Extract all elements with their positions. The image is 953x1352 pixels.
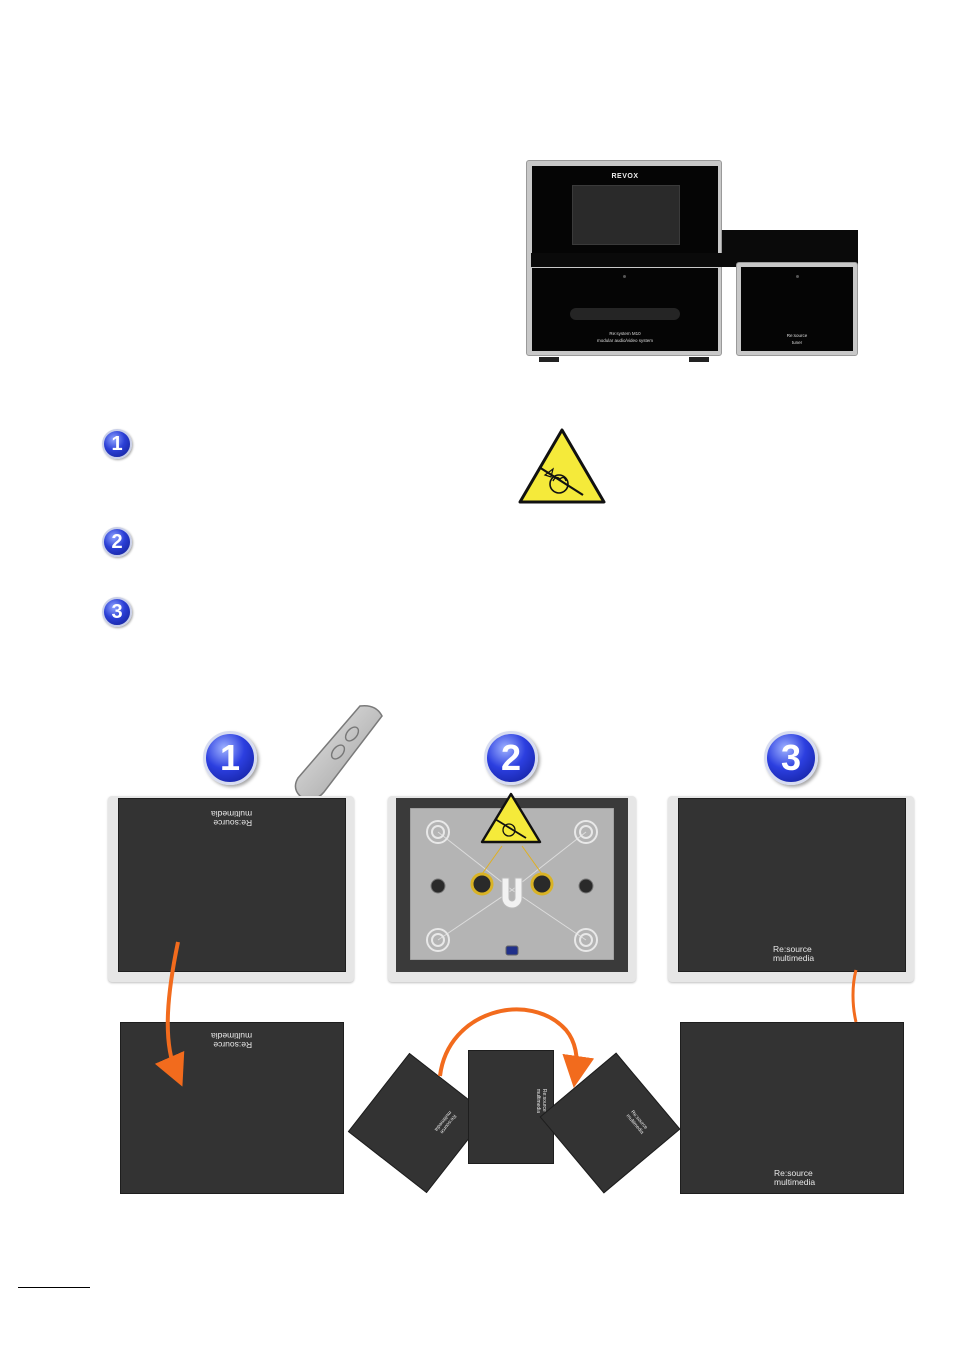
main-unit-foot-left: [539, 357, 559, 362]
step-1-cover: Re:source multimedia: [118, 798, 346, 972]
side-unit-caption-2: tuner: [791, 340, 803, 345]
main-unit: REVOX Re:system M10 modular audio/video …: [526, 160, 722, 362]
step-1-panel: Re:source multimedia: [108, 796, 354, 982]
step-3-panel: Re:source multimedia: [668, 796, 914, 982]
step-3-cover-branding: Re:source multimedia: [773, 944, 815, 963]
side-unit: Re:source tuner: [736, 262, 858, 356]
side-unit-top: [722, 230, 858, 266]
rotating-cover-center: Re:source multimedia: [468, 1050, 554, 1164]
step-1-badge: 1: [102, 429, 132, 459]
step-3-cover: Re:source multimedia: [678, 798, 906, 972]
step-3-badge: 3: [102, 597, 132, 627]
step-1-large-badge: 1: [203, 731, 257, 785]
magnet-icon: [501, 877, 523, 909]
step-3-connector: [851, 969, 858, 1023]
main-unit-caption-2: modular audio/video system: [596, 338, 654, 343]
main-unit-display: [572, 185, 680, 245]
footer-rule: [18, 1287, 90, 1288]
step-1-arrow: [154, 941, 185, 1087]
side-unit-led: [796, 275, 799, 278]
refitted-cover-3: Re:source multimedia: [680, 1022, 904, 1194]
step-3-large-badge: 3: [764, 731, 818, 785]
main-unit-top-panel: REVOX: [532, 166, 718, 256]
step-2-badge: 2: [102, 527, 132, 557]
main-unit-bottom-panel: Re:system M10 modular audio/video system: [532, 268, 718, 351]
step-2-large-badge: 2: [484, 731, 538, 785]
step-2-rotate-arrow: [438, 1007, 595, 1088]
main-unit-led: [623, 275, 626, 278]
esd-warning-triangle-icon: [518, 428, 606, 504]
step-2-esd-warning-icon: [480, 792, 542, 844]
step-2-panel: [388, 792, 636, 982]
disc-slot: [570, 308, 680, 320]
device-illustration: REVOX Re:system M10 modular audio/video …: [526, 160, 860, 366]
main-unit-logo: REVOX: [611, 173, 639, 180]
main-unit-caption-1: Re:system M10: [609, 331, 641, 336]
side-unit-caption-1: Re:source: [786, 333, 808, 338]
refitted-cover-3-branding: Re:source multimedia: [774, 1168, 816, 1187]
removed-cover-1: Re:source multimedia: [120, 1022, 344, 1194]
side-unit-panel: Re:source tuner: [741, 267, 853, 351]
main-unit-foot-right: [689, 357, 709, 362]
